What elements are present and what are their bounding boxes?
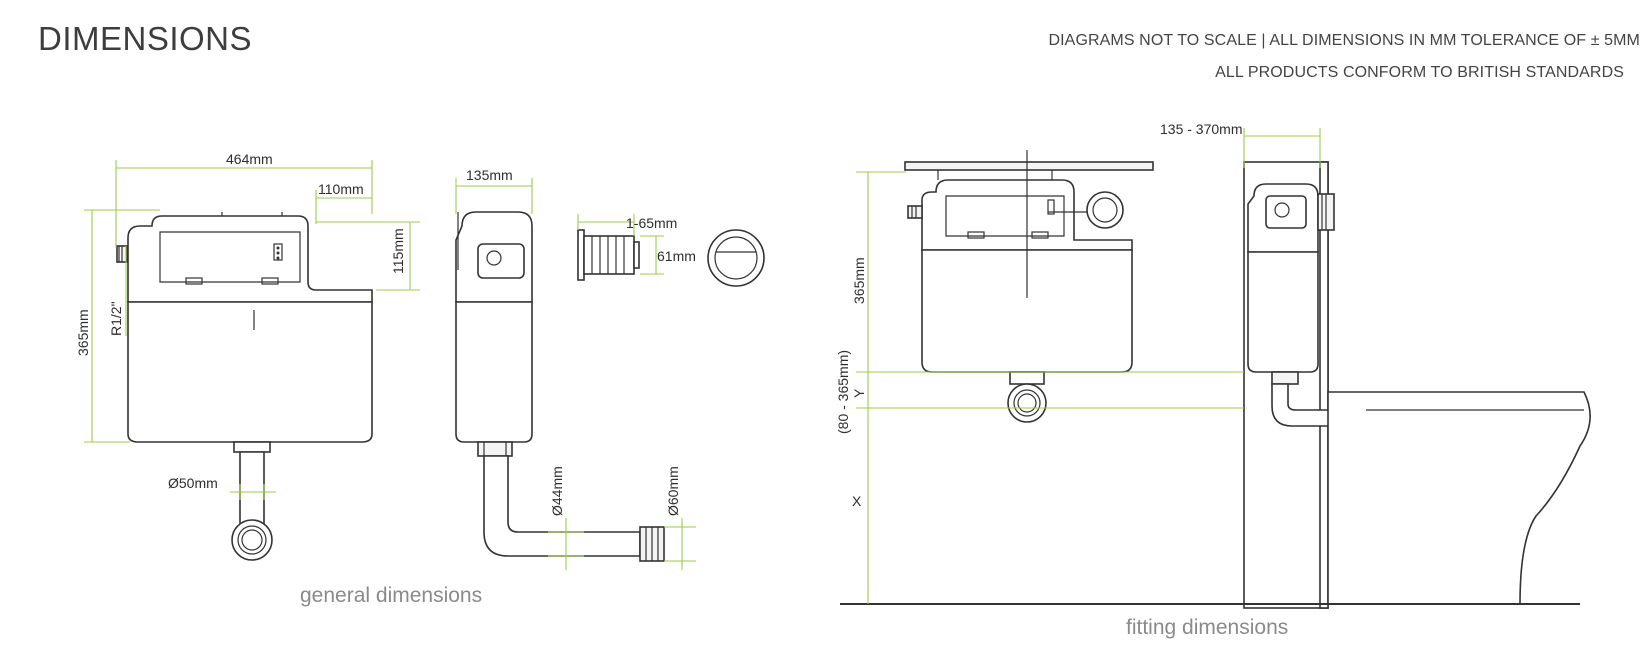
cistern-front-dimensions xyxy=(84,160,420,500)
cistern-side-dimensions xyxy=(455,178,696,570)
x-label: X xyxy=(852,493,862,509)
cistern-side-labels: 135mm Ø44mm Ø60mm xyxy=(466,167,681,516)
fitting-front-view xyxy=(904,150,1154,423)
button-dia-label: 61mm xyxy=(657,248,696,264)
fitting-dimensions xyxy=(856,128,1321,604)
height-365-label: 365mm xyxy=(75,309,91,356)
y-label: Y xyxy=(851,388,867,398)
outlet-50-label: Ø50mm xyxy=(168,475,218,491)
flush-button-dimensions xyxy=(577,214,664,275)
inlet-r12-label: R1/2" xyxy=(108,301,124,336)
cistern-front-view xyxy=(116,212,373,561)
flush-button-labels: 1-65mm 61mm xyxy=(626,215,696,264)
wall-range-label: 135 - 370mm xyxy=(1160,121,1242,137)
flush-button-side xyxy=(577,229,640,281)
pipe-60-label: Ø60mm xyxy=(665,466,681,516)
fitting-side-view xyxy=(1243,161,1591,609)
fitting-caption: fitting dimensions xyxy=(1126,616,1288,639)
general-caption: general dimensions xyxy=(300,584,482,607)
fitting-height-label: 365mm xyxy=(851,257,867,304)
fitting-labels: 135 - 370mm 365mm (80 - 365mm) Y X xyxy=(835,121,1242,509)
page-title: DIMENSIONS xyxy=(38,20,253,57)
y-range-label: (80 - 365mm) xyxy=(835,350,851,434)
scale-note: DIAGRAMS NOT TO SCALE | ALL DIMENSIONS I… xyxy=(1048,32,1640,49)
depth-135-label: 135mm xyxy=(466,167,513,183)
cistern-side-view xyxy=(455,211,665,562)
width-464-label: 464mm xyxy=(226,151,273,167)
standards-note: ALL PRODUCTS CONFORM TO BRITISH STANDARD… xyxy=(1215,64,1624,81)
offset-110-label: 110mm xyxy=(318,181,364,197)
height-115-label: 115mm xyxy=(390,228,406,274)
button-depth-label: 1-65mm xyxy=(626,215,677,231)
flush-button-front xyxy=(707,229,765,287)
cistern-front-labels: 464mm 110mm 115mm 365mm R1/2" Ø50mm xyxy=(75,151,406,491)
pipe-44-label: Ø44mm xyxy=(549,466,565,516)
